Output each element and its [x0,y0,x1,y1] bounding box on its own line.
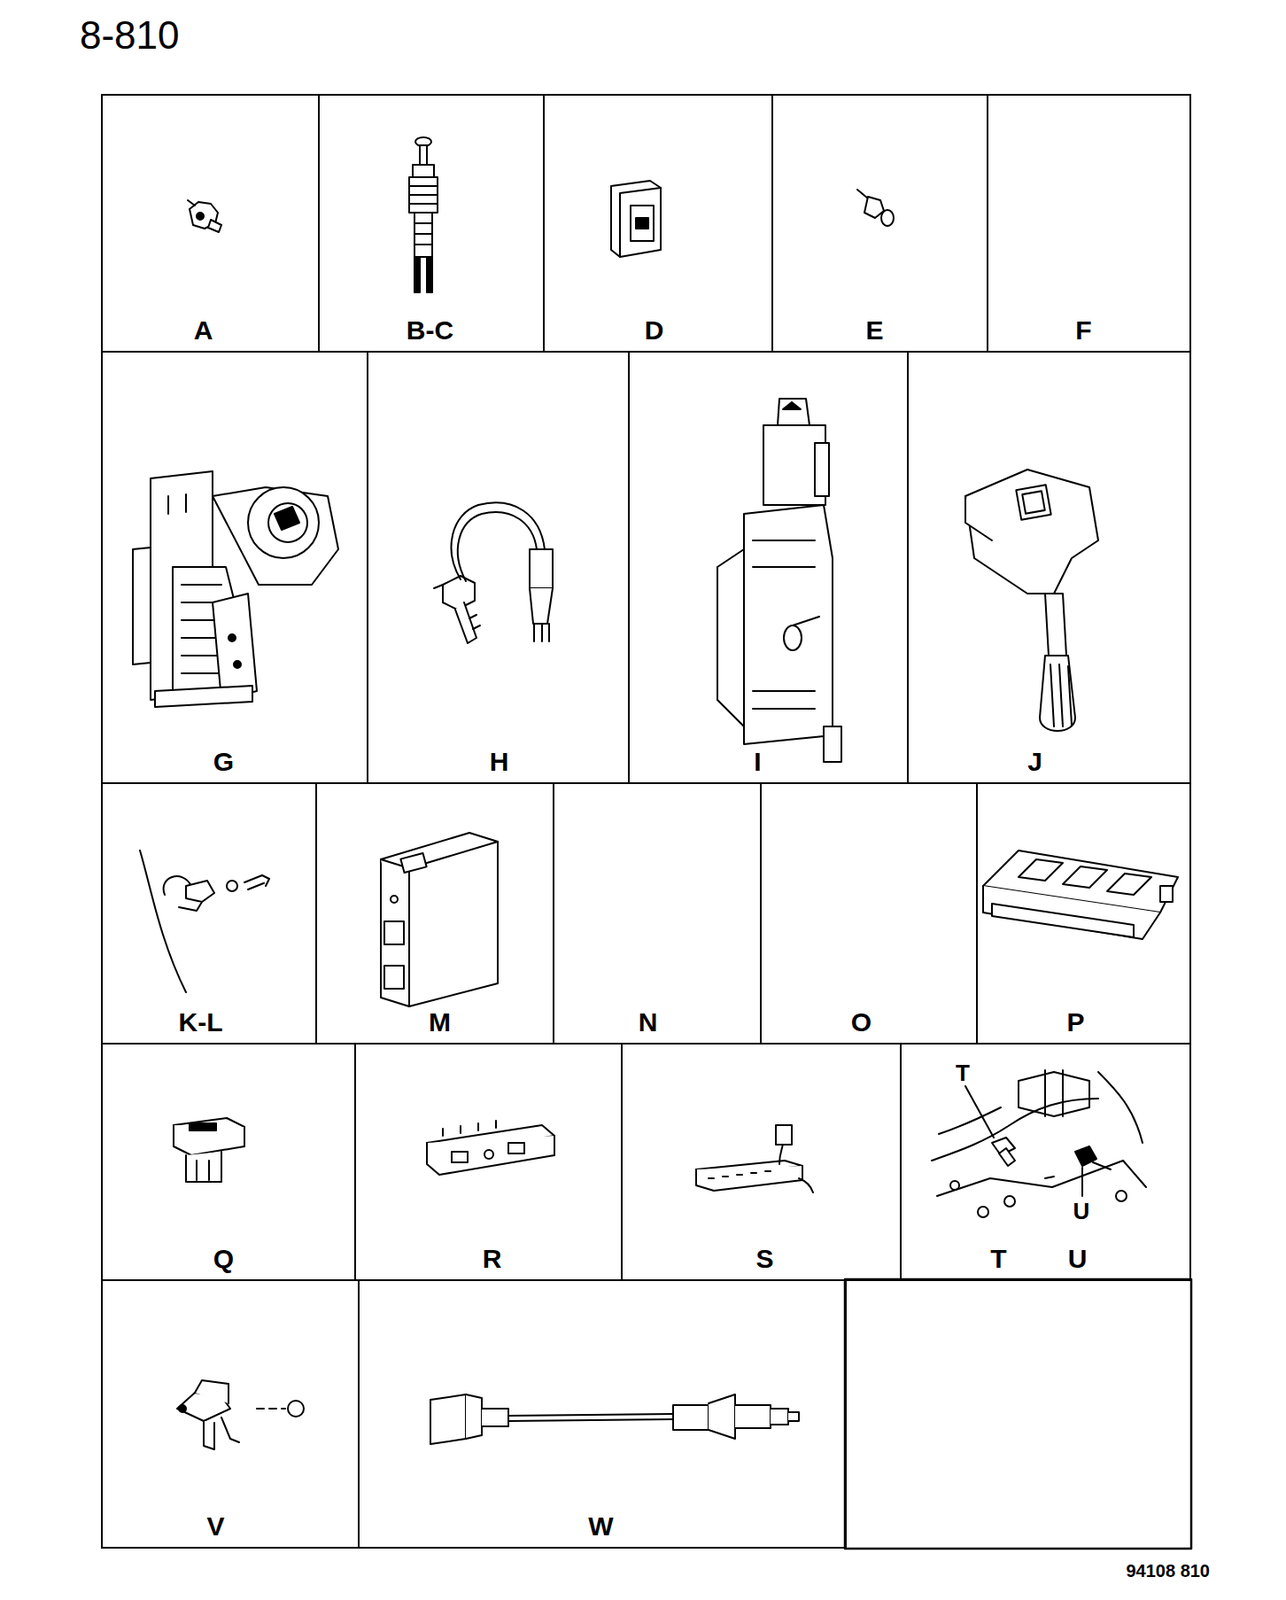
cell-letter: I [751,748,763,775]
empty-cell [844,1278,1192,1549]
stalk-switch-j [965,469,1099,731]
cell-letter: F [1073,317,1093,344]
cell-letter: O [849,1008,874,1036]
cell-letter: B-C [404,317,456,344]
parts-cell: N [552,782,762,1045]
window-switch-p [983,850,1178,939]
cable-w [430,1394,799,1444]
parts-cell: Q [100,1042,357,1281]
cell-letter: V [204,1512,226,1540]
parts-cell: S [620,1042,902,1281]
parts-cell: W [357,1278,847,1549]
page-number: 8-810 [79,15,180,55]
parts-cell: H [366,350,630,784]
sensor-e [857,189,894,226]
cell-letter: P [1064,1008,1086,1036]
parts-cell: TU [899,1042,1192,1281]
rocker-switch-d [611,180,661,257]
parts-cell: M [315,782,555,1045]
engine-sketch-tu [931,1069,1147,1217]
callout-letter: U [1073,1199,1091,1223]
cell-letter: E [863,317,885,344]
cell-letter: J [1025,748,1045,775]
cell-letter: N [636,1008,660,1036]
cell-letter: M [426,1008,453,1036]
drawing-number: 94108 810 [1125,1561,1210,1580]
cell-letter: Q [211,1245,236,1272]
cell-letter: G [211,748,236,775]
cell-letter: R [480,1245,504,1272]
parts-cell: O [759,782,978,1045]
sensor-bc [409,137,438,293]
cell-letter: S [753,1245,775,1272]
switch-bank-r [426,1120,555,1175]
callout-letter: T [955,1061,970,1085]
switch-q [173,1117,245,1182]
ignition-assembly-g [132,471,339,707]
switch-strip-s [696,1124,814,1193]
cell-letter: H [488,748,512,775]
cell-letter: U [1066,1245,1090,1272]
switch-pigtail-h [433,502,553,643]
cell-letter: K-L [177,1008,225,1036]
cell-letter: A [192,317,216,344]
parts-cell: F [986,93,1192,353]
column-switch-i [717,398,842,762]
parts-cell: R [354,1042,623,1281]
parts-cell: A [100,93,320,353]
parts-cell: D [542,93,774,353]
parts-cell: J [906,350,1192,784]
module-m [380,832,498,1007]
parts-cell: K-L [100,782,318,1045]
bracket-switch-v [177,1379,304,1449]
cell-letter: T [988,1245,1008,1272]
switch-a [187,200,222,233]
parts-cell: I [627,350,909,784]
parts-cell: E [771,93,989,353]
jamb-switch-kl [139,850,270,992]
parts-cell: G [100,350,369,784]
parts-cell: P [976,782,1192,1045]
cell-letter: D [643,317,667,344]
cell-letter: W [586,1512,615,1540]
parts-cell: V [100,1278,360,1549]
parts-cell: B-C [317,93,545,353]
